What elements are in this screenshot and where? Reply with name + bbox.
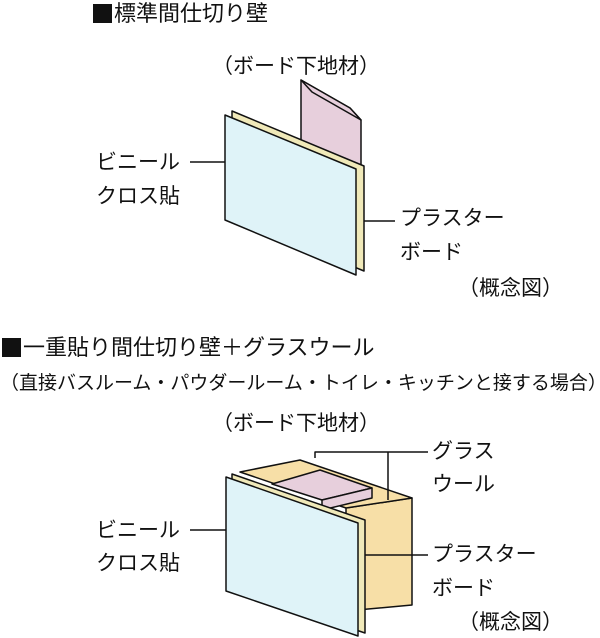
section2-title-text: 一重貼り間仕切り壁＋グラスウール xyxy=(23,336,375,361)
section1-label-vinyl-1: ビニール xyxy=(96,150,180,174)
leader-wool xyxy=(314,451,428,458)
section1-label-base: （ボード下地材） xyxy=(212,54,380,78)
section2-title: 一重貼り間仕切り壁＋グラスウール xyxy=(2,338,375,360)
vinyl-cloth-panel xyxy=(224,114,357,276)
stud-top-face xyxy=(300,79,362,121)
section2-label-vinyl-1: ビニール xyxy=(96,518,180,542)
section2-label-wool-1: グラス xyxy=(432,439,495,463)
section1-label-board-2: ボード xyxy=(400,240,463,264)
section1-label-vinyl-2: クロス貼 xyxy=(96,184,180,208)
vinyl-cloth-panel-2 xyxy=(225,476,359,637)
section2-note: （概念図） xyxy=(458,610,563,634)
section2-label-wool-2: ウール xyxy=(432,472,495,496)
diagram-standard-wall xyxy=(190,79,395,276)
section1-title: 標準間仕切り壁 xyxy=(93,4,268,26)
square-bullet-icon-2 xyxy=(2,338,21,357)
diagram-glasswool-wall xyxy=(190,451,428,637)
section1-title-text: 標準間仕切り壁 xyxy=(114,2,269,27)
section2-label-board-2: ボード xyxy=(432,576,495,600)
section1-note: （概念図） xyxy=(458,276,563,300)
square-bullet-icon xyxy=(93,4,112,23)
section2-subtitle: （直接バスルーム・パウダールーム・トイレ・キッチンと接する場合） xyxy=(0,372,600,394)
section2-label-vinyl-2: クロス貼 xyxy=(96,551,180,575)
section1-label-board-1: プラスター xyxy=(400,206,505,230)
section2-label-board-1: プラスター xyxy=(432,542,537,566)
section2-label-base: （ボード下地材） xyxy=(212,411,380,435)
